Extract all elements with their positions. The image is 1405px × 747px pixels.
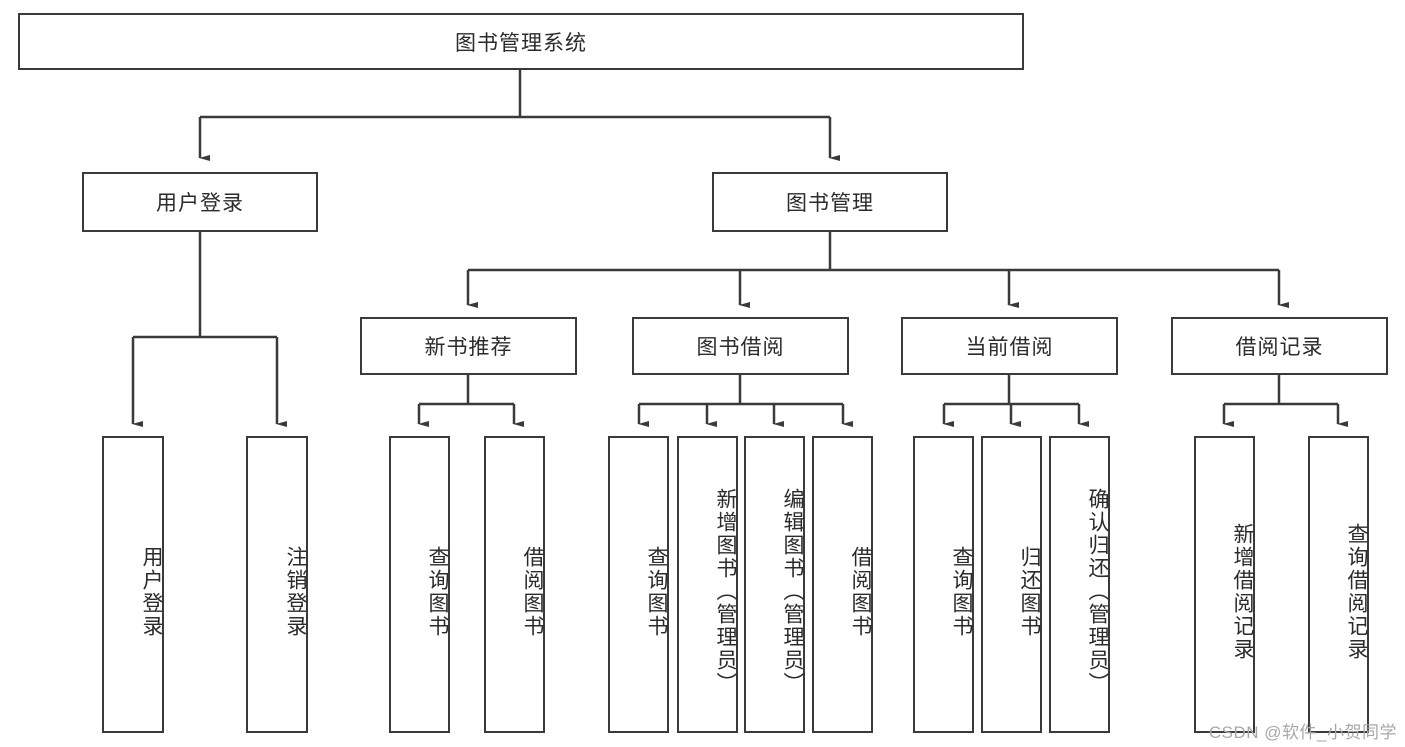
node-label: 查询图书 bbox=[950, 545, 973, 638]
node-leaf-query-book-3[interactable]: 查询图书 bbox=[913, 436, 974, 733]
node-label: 借阅记录 bbox=[1235, 336, 1324, 359]
node-label: 借阅图书 bbox=[849, 545, 872, 638]
node-leaf-query-record[interactable]: 查询借阅记录 bbox=[1308, 436, 1369, 733]
node-current-borrow[interactable]: 当前借阅 bbox=[901, 317, 1118, 375]
node-leaf-user-login[interactable]: 用户登录 bbox=[102, 436, 164, 733]
node-label: 查询借阅记录 bbox=[1345, 522, 1368, 661]
node-leaf-borrow-book-1[interactable]: 借阅图书 bbox=[484, 436, 545, 733]
node-label: 查询图书 bbox=[645, 545, 668, 638]
node-label: 编辑图书（管理员） bbox=[781, 488, 804, 695]
node-leaf-edit-book[interactable]: 编辑图书（管理员） bbox=[744, 436, 805, 733]
node-label: 图书管理系统 bbox=[455, 31, 587, 55]
node-leaf-return-book[interactable]: 归还图书 bbox=[981, 436, 1042, 733]
node-borrow-record[interactable]: 借阅记录 bbox=[1171, 317, 1388, 375]
node-book-management-system[interactable]: 图书管理系统 bbox=[18, 13, 1024, 70]
node-label: 新增借阅记录 bbox=[1231, 522, 1254, 661]
node-label: 查询图书 bbox=[426, 545, 449, 638]
node-book-management[interactable]: 图书管理 bbox=[712, 172, 948, 232]
node-label: 用户登录 bbox=[140, 545, 163, 638]
node-book-borrow[interactable]: 图书借阅 bbox=[632, 317, 849, 375]
node-label: 新增图书（管理员） bbox=[714, 488, 737, 695]
node-label: 借阅图书 bbox=[521, 545, 544, 638]
node-leaf-borrow-book-2[interactable]: 借阅图书 bbox=[812, 436, 873, 733]
node-label: 图书借阅 bbox=[696, 336, 785, 359]
node-leaf-add-book[interactable]: 新增图书（管理员） bbox=[677, 436, 738, 733]
node-leaf-logout-login[interactable]: 注销登录 bbox=[246, 436, 308, 733]
node-leaf-query-book-2[interactable]: 查询图书 bbox=[608, 436, 669, 733]
node-leaf-add-record[interactable]: 新增借阅记录 bbox=[1194, 436, 1255, 733]
node-label: 新书推荐 bbox=[424, 336, 513, 359]
node-new-book-recommend[interactable]: 新书推荐 bbox=[360, 317, 577, 375]
node-label: 注销登录 bbox=[284, 545, 307, 638]
node-label: 确认归还（管理员） bbox=[1086, 488, 1109, 695]
node-label: 图书管理 bbox=[786, 192, 874, 215]
csdn-watermark: CSDN @软件_小贺同学 bbox=[1208, 723, 1397, 742]
node-label: 归还图书 bbox=[1018, 545, 1041, 638]
node-label: 当前借阅 bbox=[965, 336, 1054, 359]
node-leaf-query-book-1[interactable]: 查询图书 bbox=[389, 436, 450, 733]
node-user-login[interactable]: 用户登录 bbox=[82, 172, 318, 232]
node-label: 用户登录 bbox=[156, 192, 244, 215]
node-leaf-confirm-return[interactable]: 确认归还（管理员） bbox=[1049, 436, 1110, 733]
